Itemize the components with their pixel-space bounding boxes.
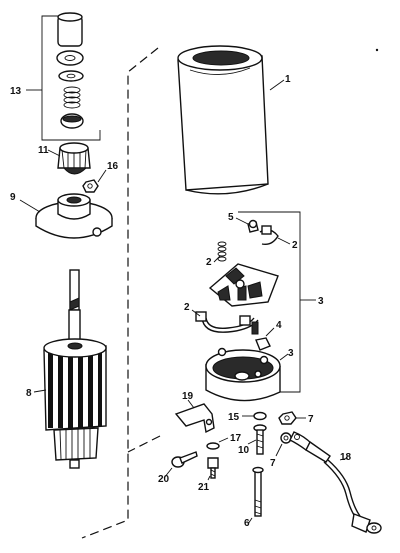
label-3-bracket: 3 — [318, 296, 324, 307]
label-8: 8 — [26, 388, 32, 399]
label-21: 21 — [198, 482, 210, 493]
part-15-washer — [242, 411, 267, 421]
label-16: 16 — [107, 161, 119, 172]
part-7-nuts — [275, 411, 306, 457]
part-10-through-bolt — [247, 424, 267, 455]
label-9: 9 — [10, 192, 16, 203]
part-1-field-frame — [177, 45, 285, 195]
label-4: 4 — [276, 320, 282, 331]
part-16-nut — [82, 169, 107, 193]
label-7-bottom: 7 — [270, 458, 276, 469]
label-2-spring: 2 — [206, 257, 212, 268]
label-5: 5 — [228, 212, 234, 223]
part-4-insulator — [255, 327, 275, 351]
label-7-top: 7 — [308, 414, 314, 425]
part-2-brush-spring — [213, 241, 227, 263]
part-2-brush-ring — [191, 309, 259, 335]
part-19-bracket — [174, 399, 215, 434]
label-10: 10 — [238, 445, 250, 456]
label-3-end-cap: 3 — [288, 348, 294, 359]
label-13: 13 — [10, 86, 22, 97]
label-2-ring: 2 — [184, 302, 190, 313]
part-18-cable — [289, 431, 382, 534]
part-20-screw — [163, 451, 198, 479]
part-2-brush-lead-top — [259, 225, 291, 246]
part-21-screw — [207, 457, 219, 481]
stray-dot — [375, 48, 379, 52]
label-1: 1 — [285, 74, 291, 85]
label-20: 20 — [158, 474, 170, 485]
label-19: 19 — [182, 391, 194, 402]
part-11-pinion-gear — [47, 142, 91, 175]
part-17-lockwasher — [206, 437, 229, 450]
part-3-end-cap — [205, 347, 289, 402]
label-6: 6 — [244, 518, 250, 529]
assembly-dashed-lines — [81, 47, 161, 539]
part-labels: 13 11 16 9 8 1 5 2 2 3 2 4 3 19 15 7 17 … — [10, 74, 352, 529]
brush-holder-plate — [208, 263, 279, 307]
label-17: 17 — [230, 433, 242, 444]
label-15: 15 — [228, 412, 240, 423]
part-8-armature — [33, 269, 107, 469]
part-5-screw — [235, 217, 259, 233]
label-2-top-right: 2 — [292, 240, 298, 251]
label-18: 18 — [340, 452, 352, 463]
label-11: 11 — [38, 145, 49, 156]
part-13-drive-kit — [26, 12, 101, 141]
part-6-bolt — [247, 466, 264, 525]
part-9-drive-end-head — [19, 193, 113, 239]
